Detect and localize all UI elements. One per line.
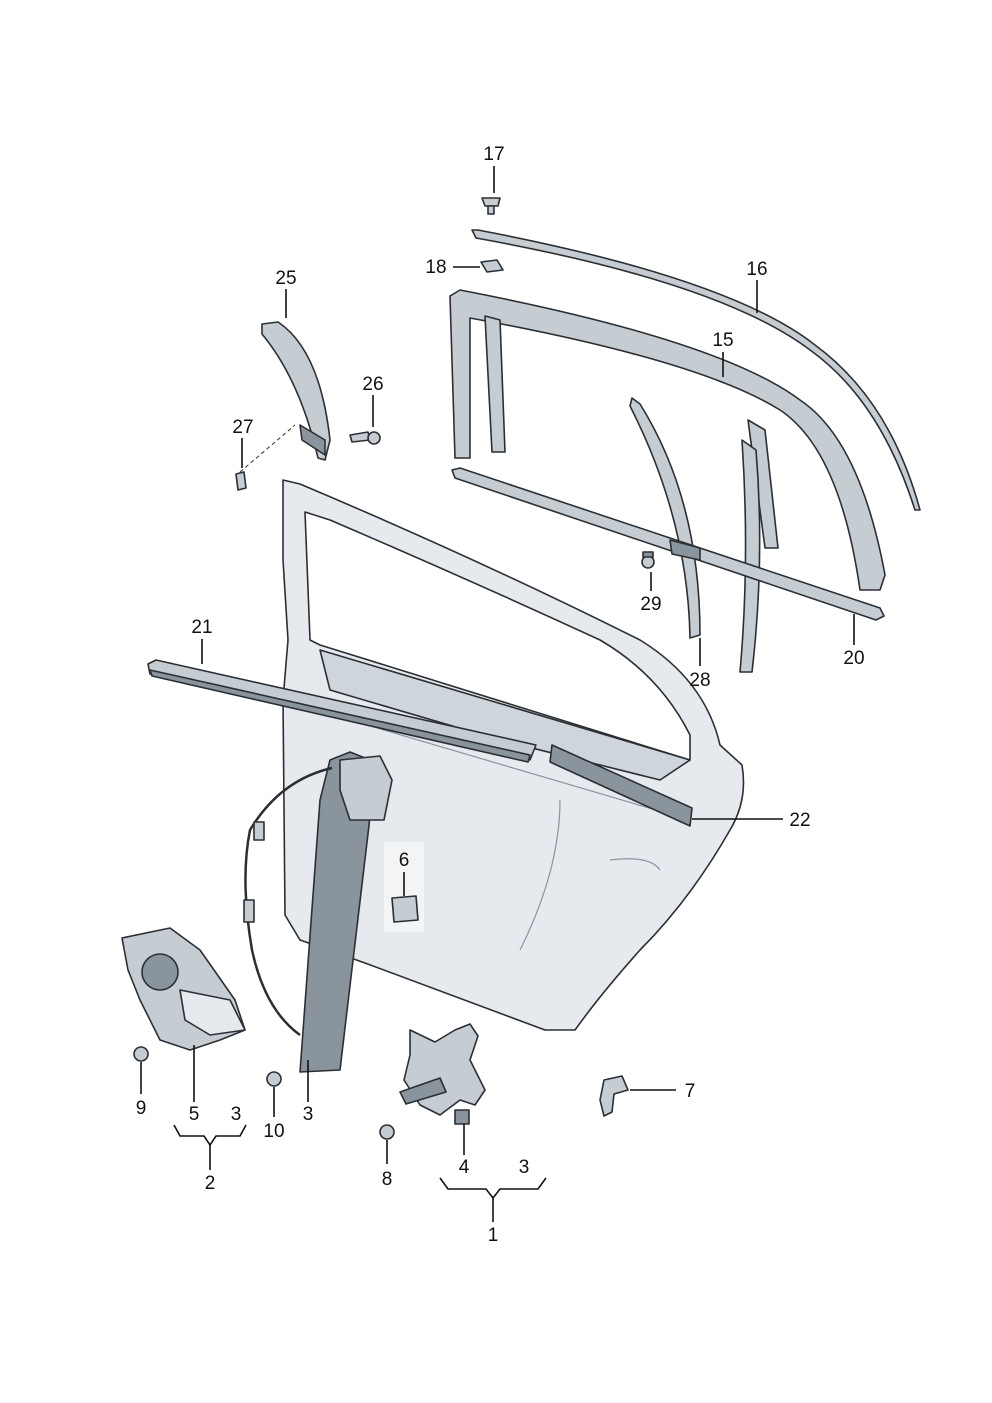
callout-29: 29: [640, 594, 661, 615]
callout-3-regulator: 3: [303, 1104, 314, 1125]
callout-16: 16: [746, 259, 767, 280]
callout-3-group1: 3: [519, 1157, 530, 1178]
screw-part-26: [349, 431, 381, 445]
callout-27: 27: [232, 417, 253, 438]
callout-22: 22: [789, 810, 810, 831]
roof-seal-part: [471, 229, 921, 511]
waist-strip-outer-part: [451, 467, 885, 621]
callout-20: 20: [843, 648, 864, 669]
leader-lines: [140, 166, 855, 1222]
callout-17: 17: [483, 144, 504, 165]
callout-28: 28: [689, 670, 710, 691]
callout-7: 7: [685, 1081, 696, 1102]
callout-labels: 17 18 16 15 25 26 27 29 20 28 21 22 6 7 …: [136, 144, 865, 1246]
trim-panel-part: [261, 321, 331, 461]
callout-4: 4: [459, 1157, 470, 1178]
screw-part: [641, 551, 655, 569]
nut-9-part: [133, 1046, 149, 1062]
callout-25: 25: [275, 268, 296, 289]
nut-10-part: [266, 1071, 282, 1087]
motor-part: [121, 927, 246, 1051]
callout-3-group2: 3: [231, 1104, 242, 1125]
nut-8-part: [379, 1124, 395, 1140]
callout-15: 15: [712, 330, 733, 351]
manual-regulator-part: [399, 1023, 486, 1125]
callout-8: 8: [382, 1169, 393, 1190]
callout-2: 2: [205, 1173, 216, 1194]
callout-18: 18: [425, 257, 446, 278]
callout-6: 6: [399, 850, 410, 871]
guide-rail-part: [629, 397, 761, 673]
callout-1: 1: [488, 1225, 499, 1246]
nut-part: [480, 259, 504, 273]
window-regulator-part: [243, 751, 393, 1073]
callout-26: 26: [362, 374, 383, 395]
waist-strip-inner-part: [147, 659, 537, 763]
callout-21: 21: [191, 617, 212, 638]
crank-handle-part: [599, 1075, 629, 1117]
callout-10: 10: [263, 1121, 284, 1142]
callout-9: 9: [136, 1098, 147, 1119]
callout-5: 5: [189, 1104, 200, 1125]
clip-part: [481, 197, 501, 215]
clip-part-27: [235, 424, 296, 491]
seal-strip-part: [549, 744, 693, 827]
